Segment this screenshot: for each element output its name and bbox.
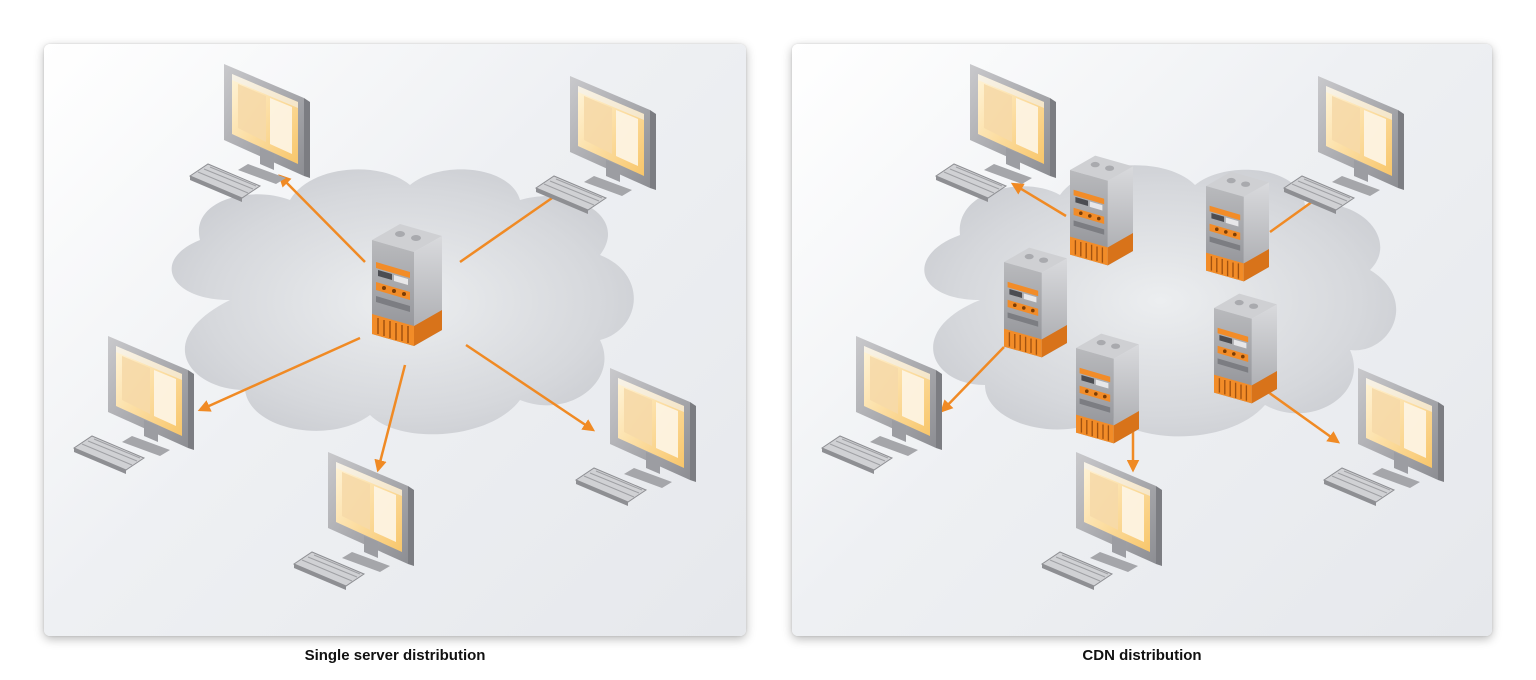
- cloud-right: [924, 165, 1397, 437]
- arrow-cdn-1: [1010, 182, 1067, 218]
- arrows-left: [197, 174, 596, 473]
- arrow-left-5: [465, 343, 596, 432]
- server-icon: [1205, 170, 1270, 283]
- computer-monitor-icon: [535, 75, 657, 215]
- computer-monitor-icon: [73, 335, 195, 475]
- computer-monitor-icon: [1041, 451, 1163, 591]
- arrow-left-4: [374, 364, 407, 473]
- server-icon: [1003, 246, 1068, 359]
- server-icon: [1213, 292, 1278, 405]
- computer-monitor-icon: [935, 63, 1057, 203]
- computer-monitor-icon: [575, 367, 697, 507]
- caption-single-server: Single server distribution: [304, 647, 486, 664]
- arrow-left-3: [197, 336, 361, 412]
- server-icon: [1069, 154, 1134, 267]
- computer-monitor-icon: [1283, 75, 1405, 215]
- arrow-cdn-3: [940, 346, 1005, 413]
- computer-monitor-icon: [293, 451, 415, 591]
- computer-monitor-icon: [189, 63, 311, 203]
- arrow-left-1: [278, 174, 366, 263]
- computer-monitor-icon: [821, 335, 943, 475]
- server-icon: [1075, 332, 1140, 445]
- caption-cdn: CDN distribution: [1082, 647, 1202, 664]
- server-icon: [371, 223, 443, 347]
- arrow-cdn-5: [1267, 390, 1341, 444]
- arrow-left-2: [459, 187, 568, 264]
